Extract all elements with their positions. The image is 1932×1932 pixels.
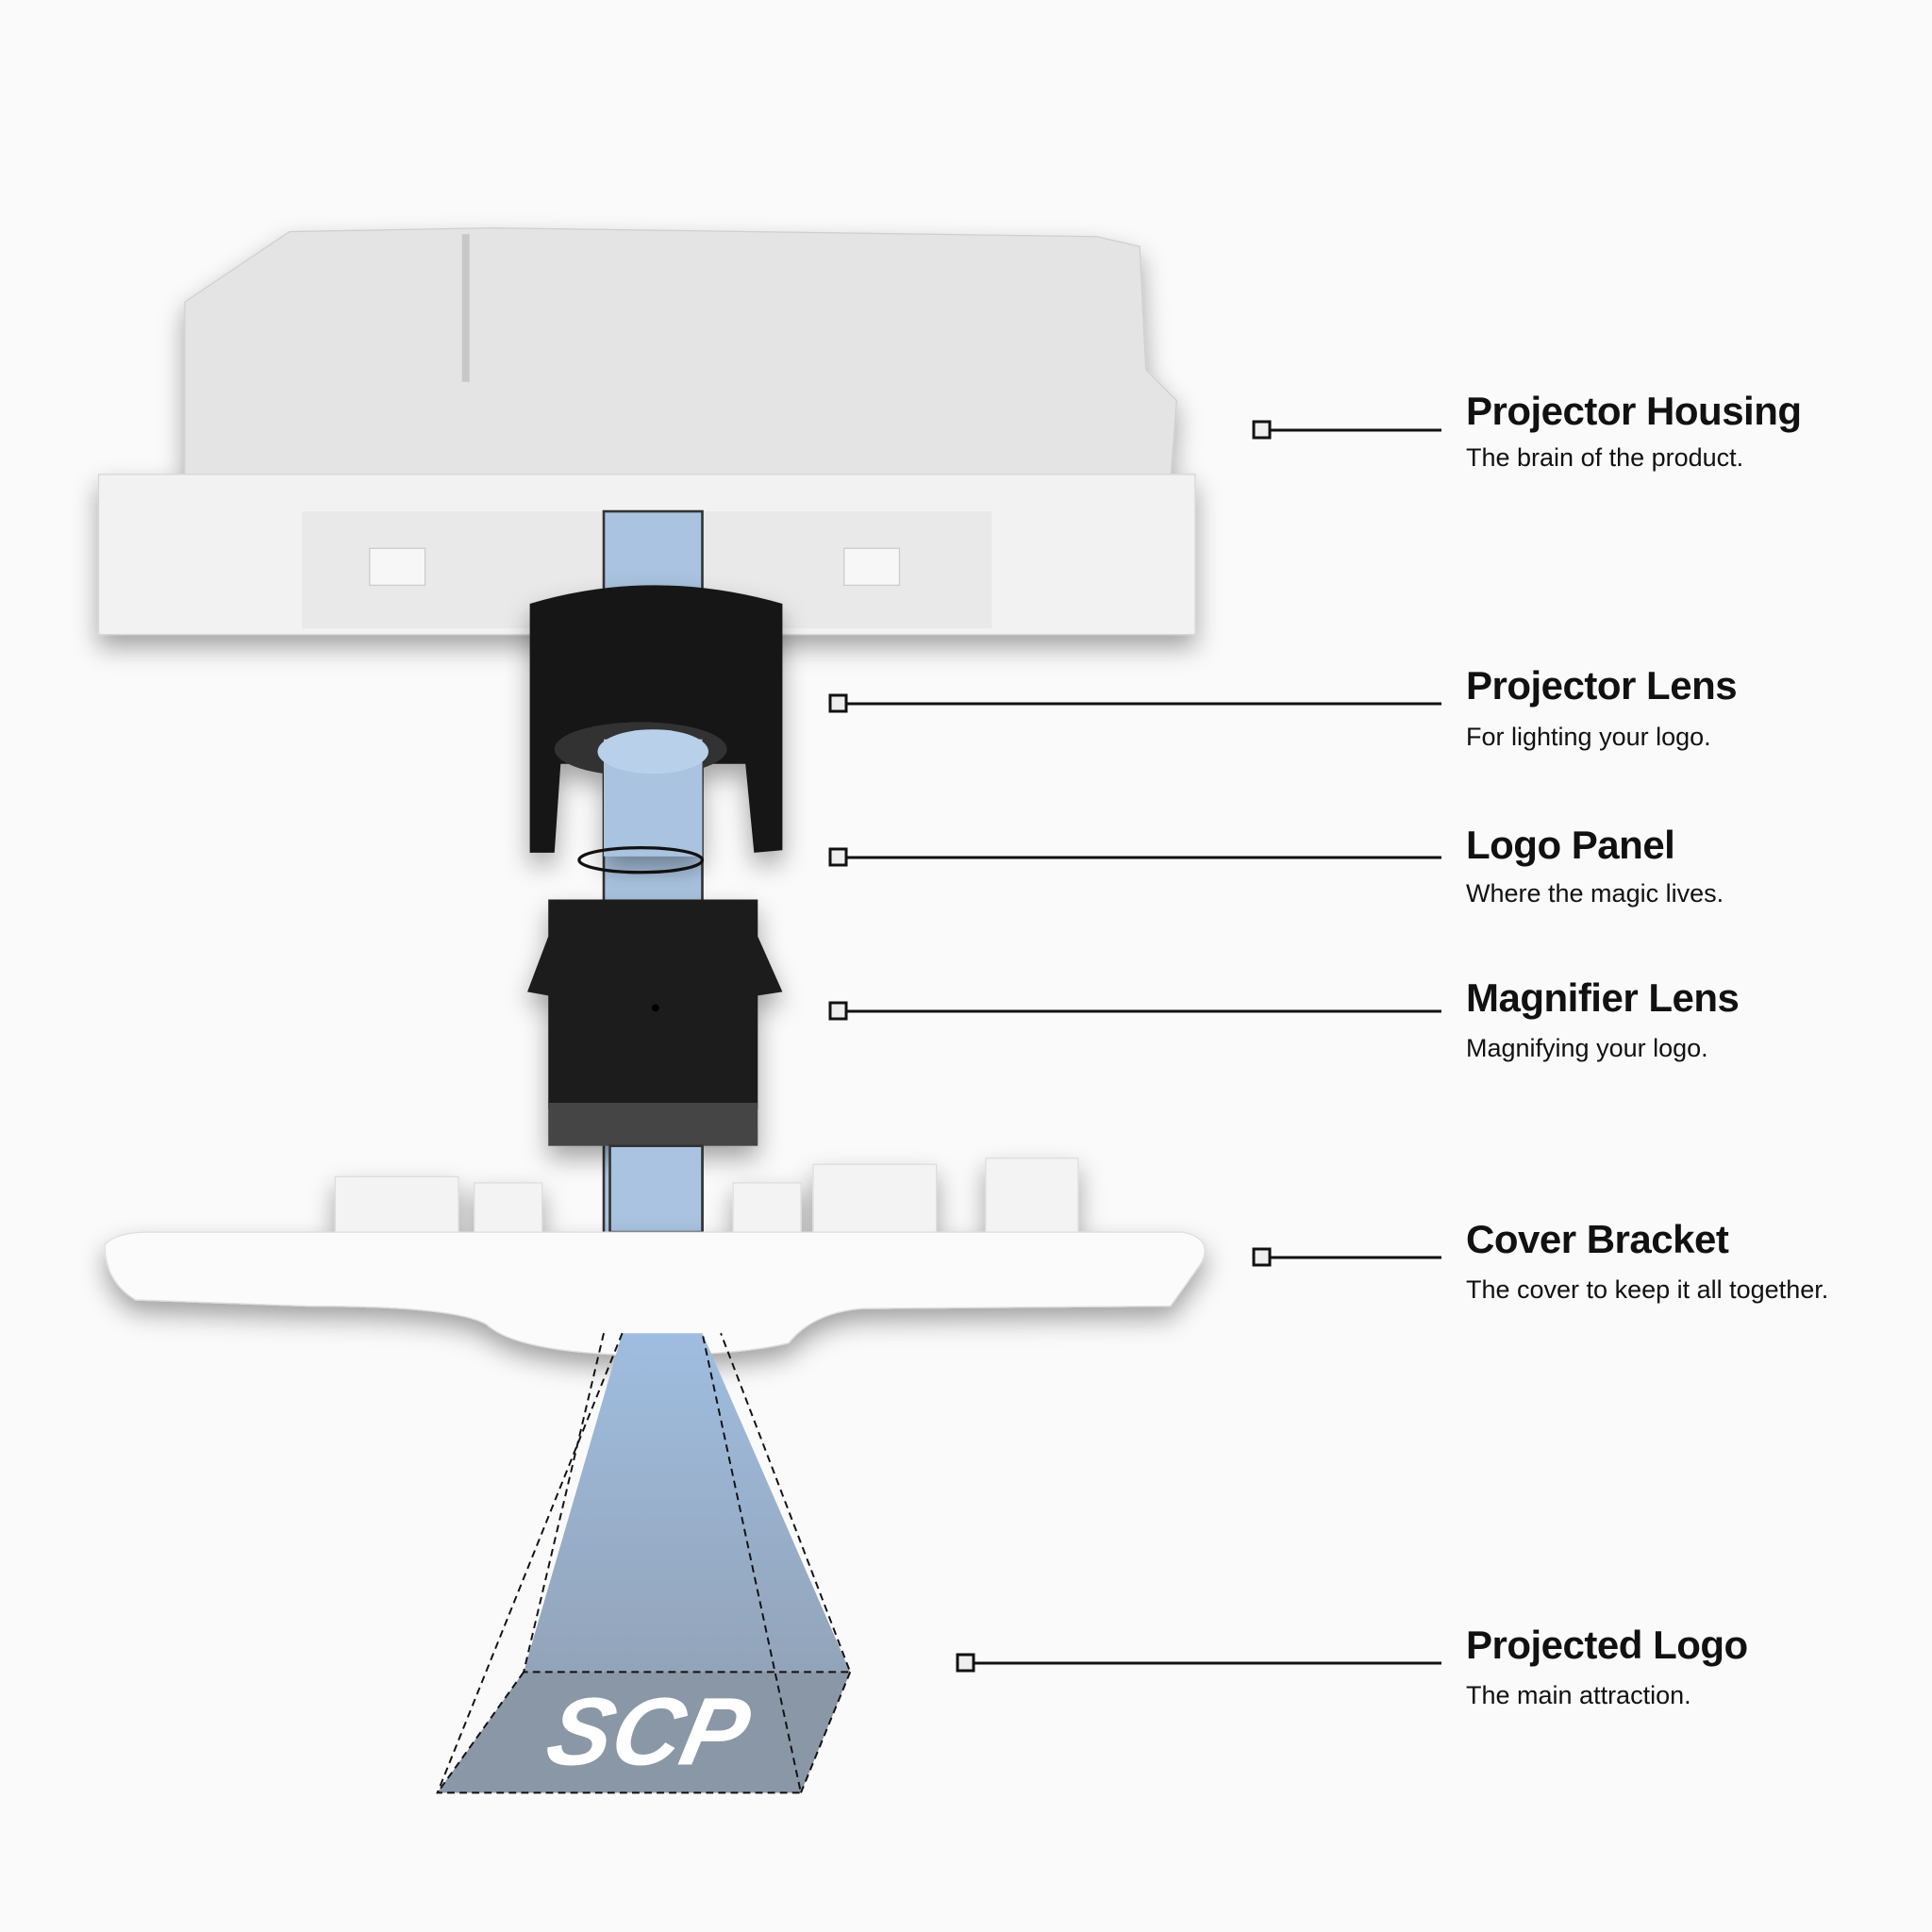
callout-subtitle: For lighting your logo. [1466,723,1711,751]
scp-logo: SCP [539,1677,759,1785]
leader-marker-projected [956,1653,975,1673]
callout-title: Logo Panel [1466,823,1675,867]
callout-title: Cover Bracket [1466,1217,1729,1261]
callout-subtitle: The cover to keep it all together. [1466,1275,1829,1304]
leader-marker-logo-panel [828,847,848,867]
leader-marker-cover [1252,1247,1272,1267]
logo-panel [577,845,705,874]
callout-subtitle: Magnifying your logo. [1466,1034,1708,1062]
leader-marker-magnifier [828,1001,848,1021]
callout-subtitle: The main attraction. [1466,1681,1691,1709]
callout-title: Projector Lens [1466,663,1738,708]
projected-logo: SCP [436,1332,852,1794]
callout-title: Projector Housing [1466,389,1802,433]
projector-lens [529,585,783,857]
leader-marker-projector-lens [828,693,848,713]
leader-marker-housing [1252,420,1272,440]
magnifier-lens [527,899,783,1146]
cover-bracket [104,1158,1206,1357]
callout-title: Magnifier Lens [1466,975,1740,1020]
callout-subtitle: Where the magic lives. [1466,879,1724,908]
callout-subtitle: The brain of the product. [1466,443,1744,472]
callout-title: Projected Logo [1466,1623,1748,1667]
